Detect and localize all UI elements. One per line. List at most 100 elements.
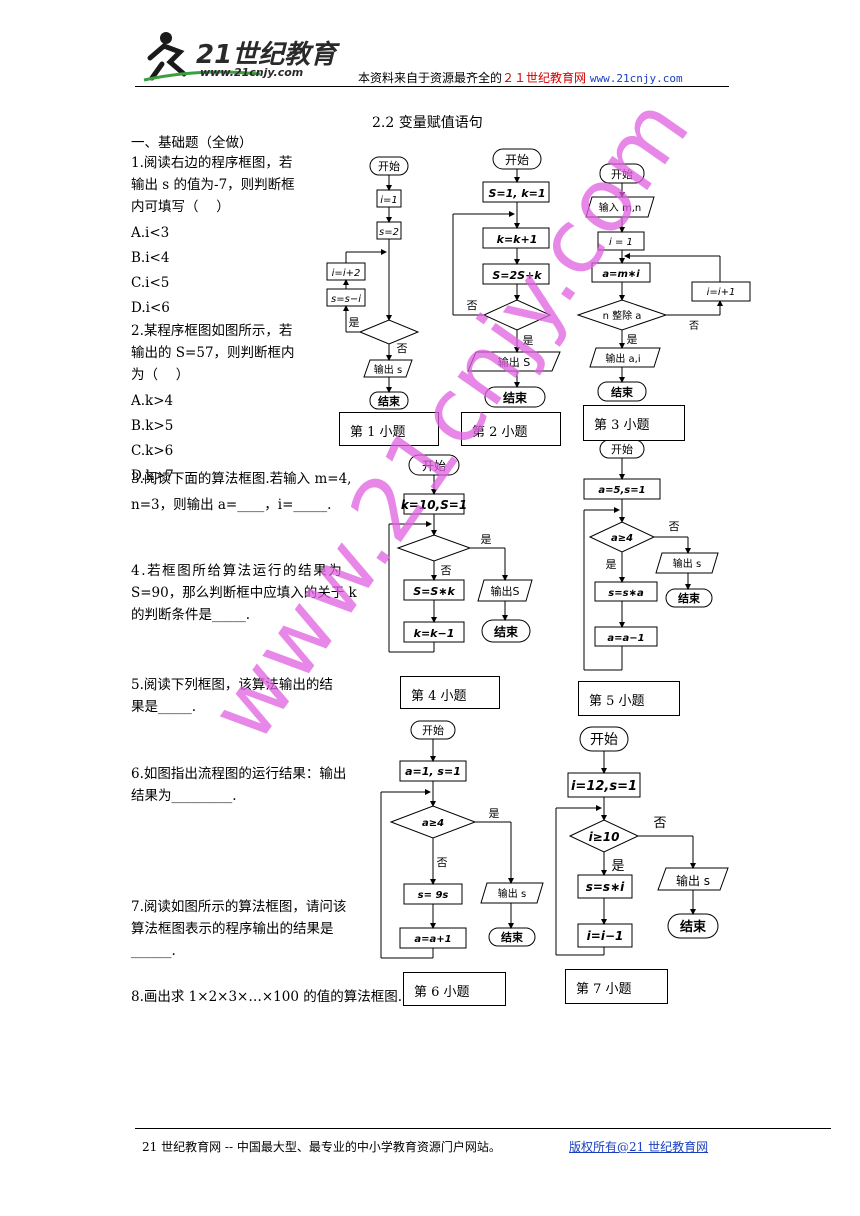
fc3-cond: n 整除 a <box>603 309 642 322</box>
fc1-sub: s=s−i <box>331 294 361 305</box>
fc3-output: 输出 a,i <box>605 352 640 365</box>
fc3-yes: 是 <box>627 333 638 346</box>
fc4-no: 否 <box>441 564 452 577</box>
fc7-cond: i≥10 <box>589 830 620 844</box>
q5-line: 5.阅读下列框图，该算法输出的结 <box>131 677 333 693</box>
fc5-a: a=a−1 <box>607 633 644 644</box>
fc3-a: a=m∗i <box>602 269 640 280</box>
figure-label-3: 第 3 小题 <box>583 405 685 441</box>
q2-option-d: D.k>7 <box>131 468 174 484</box>
fc1-init-s: s=2 <box>379 227 399 238</box>
fc1-no: 否 <box>397 342 408 355</box>
fc5-init: a=5,s=1 <box>598 485 645 496</box>
question-8: 8.画出求 1×2×3×…×100 的值的算法框图. <box>131 989 403 1005</box>
q2-option-c: C.k>6 <box>131 443 174 459</box>
fc2-init: S=1, k=1 <box>489 187 546 200</box>
fc5-cond: a≥4 <box>611 533 633 544</box>
q3-line: n=3，则输出 a=____，i=_____. <box>131 497 332 513</box>
fc1-start: 开始 <box>378 159 400 173</box>
fc4-s: S=S∗k <box>413 585 455 598</box>
q2-option-b: B.k>5 <box>131 418 174 434</box>
section-heading: 一、基础题（全做） <box>131 135 253 151</box>
fc2-end: 结束 <box>503 390 528 405</box>
question-1: 1.阅读右边的程序框图，若 输出 s 的值为-7，则判断框 内可填写（ ） A.… <box>131 154 331 489</box>
q2-line: 为（ ） <box>131 367 190 383</box>
question-6: 6.如图指出流程图的运行结果：输出 结果为_________. <box>131 765 381 806</box>
q7-line: 7.阅读如图所示的算法框图，请问该 <box>131 899 347 915</box>
fc1-yes: 是 <box>349 316 360 329</box>
figure-label-6: 第 6 小题 <box>403 972 506 1006</box>
q1-option-d: D.i<6 <box>131 300 170 316</box>
question-4: 4.若框图所给算法运行的结果为 S=90，那么判断框中应填入的关于 k 的判断条… <box>131 562 381 625</box>
q7-line: ______. <box>131 943 176 959</box>
fc7-output: 输出 s <box>676 873 710 888</box>
fc6-yes: 是 <box>489 807 500 820</box>
q1-option-a: A.i<3 <box>131 225 170 241</box>
fc7-i: i=i−1 <box>587 929 624 943</box>
site-logo: 21世纪教育 www.21cnjy.com <box>140 28 340 86</box>
fc4-k: k=k−1 <box>414 627 455 640</box>
fc1-inc: i=i+2 <box>332 268 361 279</box>
fc3-i: i = 1 <box>609 237 633 248</box>
fc3-inc: i=i+1 <box>707 287 736 298</box>
q7-line: 算法框图表示的程序输出的结果是 <box>131 921 334 937</box>
fc1-end: 结束 <box>377 394 401 408</box>
fc6-s: s= 9s <box>418 890 449 901</box>
fc3-no: 否 <box>689 320 699 332</box>
q2-option-a: A.k>4 <box>131 393 174 409</box>
question-5: 5.阅读下列框图，该算法输出的结 果是_____. <box>131 676 381 717</box>
q3-line: 3.阅读下面的算法框图.若输入 m=4, <box>131 471 352 487</box>
logo-url: www.21cnjy.com <box>200 66 304 79</box>
q4-line: S=90，那么判断框中应填入的关于 k <box>131 585 357 601</box>
fc6-start: 开始 <box>422 723 444 737</box>
fc7-no: 否 <box>653 816 666 831</box>
footer-copyright-link[interactable]: 版权所有@21 世纪教育网 <box>569 1140 709 1154</box>
fc2-start: 开始 <box>505 153 529 167</box>
fc7-yes: 是 <box>611 859 624 874</box>
fc7-init: i=12,s=1 <box>571 779 637 794</box>
fc2-s: S=2S+k <box>492 269 542 282</box>
fc2-k: k=k+1 <box>497 233 538 246</box>
fc4-output: 输出S <box>491 584 520 598</box>
logo-text: 21世纪教育 <box>196 40 337 70</box>
fc6-a: a=a+1 <box>414 934 451 945</box>
fc6-no: 否 <box>437 856 448 869</box>
q1-line: 内可填写（ ） <box>131 199 230 215</box>
fc5-yes: 是 <box>606 558 617 571</box>
figure-label-4: 第 4 小题 <box>400 676 500 709</box>
fc4-start: 开始 <box>422 459 446 473</box>
figure-label-1: 第 1 小题 <box>339 412 439 446</box>
fc6-init: a=1, s=1 <box>405 765 461 778</box>
header-rule <box>135 86 729 87</box>
fc4-end: 结束 <box>494 624 519 639</box>
fc5-s: s=s∗a <box>608 588 644 599</box>
header-tagline: 本资料来自于资源最齐全的２１世纪教育网 www.21cnjy.com <box>358 69 683 86</box>
fc3-end: 结束 <box>610 385 634 399</box>
q2-line: 输出的 S=57，则判断框内 <box>131 345 295 361</box>
fc3-input: 输入 m,n <box>599 201 641 214</box>
fc2-yes: 是 <box>523 334 534 347</box>
figure-label-7: 第 7 小题 <box>565 969 668 1004</box>
runner-logo-icon <box>143 32 261 82</box>
fc2-no: 否 <box>467 299 478 312</box>
fc1-init-i: i=1 <box>380 195 398 206</box>
q1-line: 1.阅读右边的程序框图，若 <box>131 155 293 171</box>
fc1-output: 输出 s <box>374 363 402 376</box>
fc6-end: 结束 <box>500 930 524 944</box>
fc5-start: 开始 <box>611 442 633 456</box>
q2-line: 2.某程序框图如图所示，若 <box>131 323 293 339</box>
footer-rule <box>135 1128 831 1129</box>
q4-line: 4.若框图所给算法运行的结果为 <box>131 563 344 579</box>
tagline-text: 本资料来自于资源最齐全的 <box>358 71 503 85</box>
tagline-link[interactable]: www.21cnjy.com <box>589 72 683 85</box>
fc7-s: s=s∗i <box>586 880 625 894</box>
figure-label-5: 第 5 小题 <box>578 681 680 716</box>
q1-line: 输出 s 的值为-7，则判断框 <box>131 177 295 193</box>
q5-line: 果是_____. <box>131 699 197 715</box>
fc7-end: 结束 <box>680 919 707 935</box>
fc5-no: 否 <box>669 520 680 533</box>
fc6-output: 输出 s <box>498 887 526 900</box>
figure-label-2: 第 2 小题 <box>461 412 561 446</box>
q6-line: 6.如图指出流程图的运行结果：输出 <box>131 766 347 782</box>
